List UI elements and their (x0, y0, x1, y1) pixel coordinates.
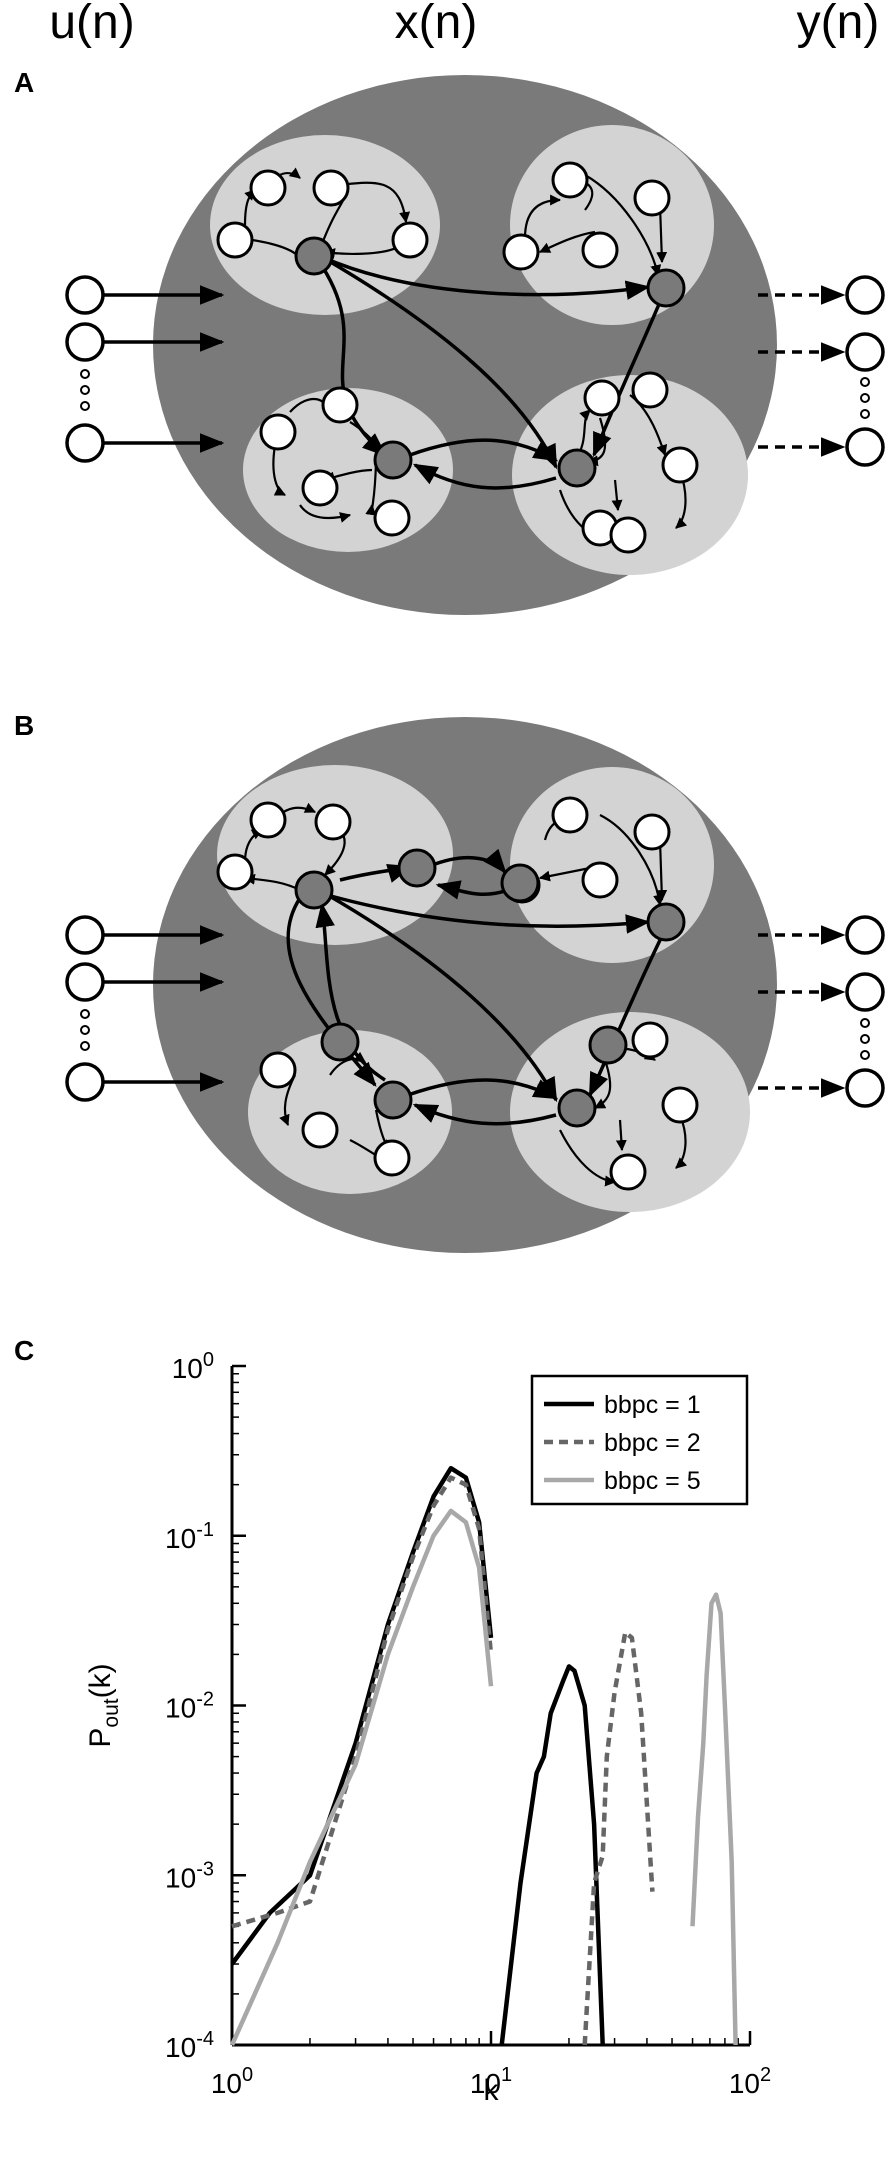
cluster-b-bottom-right (510, 1012, 750, 1212)
header-x-label: x(n) (395, 0, 478, 49)
x-tick-label: 100 (211, 2064, 253, 2099)
input-nodes-b (65, 915, 225, 1102)
legend-label: bbpc = 1 (604, 1391, 701, 1419)
series-line-bbpc-5-segment-2 (690, 1592, 738, 2046)
series-line-bbpc-1-segment-2 (499, 1664, 605, 2046)
y-tick-label: 10-1 (165, 1519, 214, 1554)
header-y-label: y(n) (797, 0, 880, 49)
y-tick-label: 10-2 (165, 1689, 214, 1724)
header-u-label: u(n) (49, 0, 134, 49)
series-line-bbpc-2-segment-2 (582, 1630, 655, 2046)
chart-legend: bbpc = 1 bbpc = 2 bbpc = 5 (530, 1374, 749, 1506)
series-line-bbpc-1-segment-1 (230, 1465, 494, 1966)
y-tick-label: 10-4 (165, 2028, 214, 2063)
input-nodes (65, 275, 225, 463)
panel-c-label: C (14, 1335, 34, 1366)
series-line-bbpc-2-segment-1 (231, 1475, 494, 1929)
cluster-bottom-right (512, 375, 748, 575)
hub-nodes (294, 236, 686, 488)
panel-a-network (65, 75, 885, 615)
panel-b-network (65, 717, 885, 1253)
y-tick-label: 100 (172, 1349, 214, 1384)
x-tick-label: 102 (729, 2064, 771, 2099)
cluster-b-top-right (510, 767, 714, 963)
legend-label: bbpc = 2 (604, 1429, 701, 1457)
y-axis-label: Pout(k) (84, 1663, 123, 1747)
y-tick-label: 10-3 (165, 1858, 214, 1893)
output-nodes (758, 275, 885, 467)
series-line-bbpc-5-segment-1 (229, 1508, 494, 2046)
panel-b-label: B (14, 710, 34, 741)
hub-nodes-b (294, 848, 686, 1128)
x-axis-label: k (484, 2074, 500, 2107)
local-nodes (216, 161, 699, 554)
legend-label: bbpc = 5 (604, 1467, 701, 1495)
local-nodes-b (216, 796, 699, 1191)
panel-a-label: A (14, 67, 34, 98)
chart-series (229, 1465, 738, 2046)
output-nodes-b (758, 915, 885, 1108)
